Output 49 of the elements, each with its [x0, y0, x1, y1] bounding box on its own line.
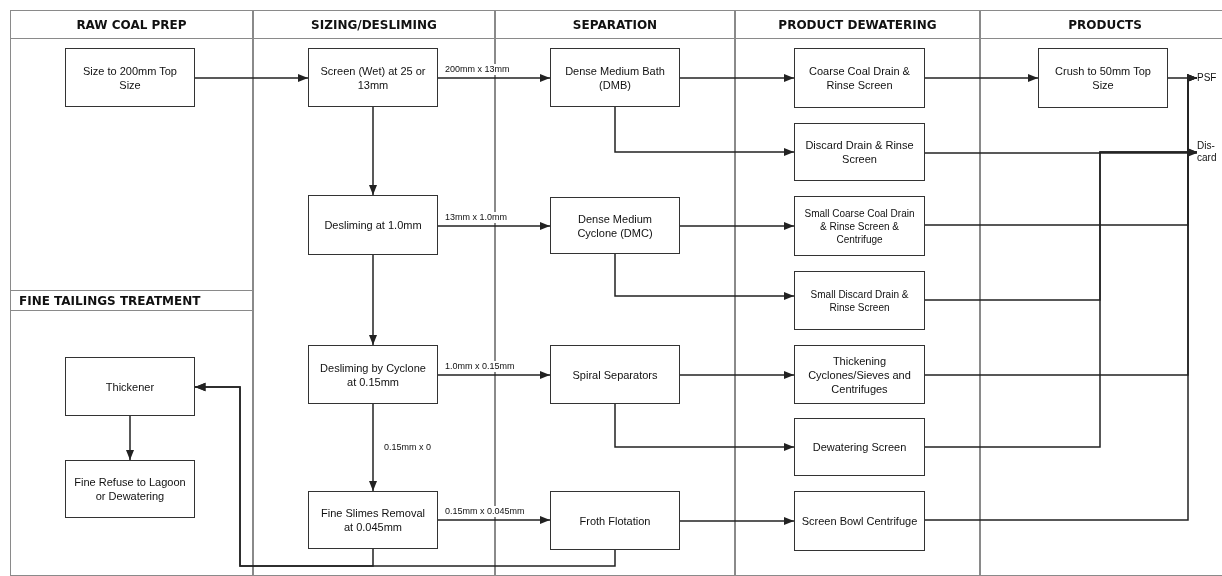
process-box: Froth Flotation	[550, 491, 680, 550]
edge-label: 0.15mm x 0.045mm	[444, 506, 526, 517]
process-box: Thickening Cyclones/Sieves and Centrifuges	[794, 345, 925, 404]
process-box: Dense Medium Bath (DMB)	[550, 48, 680, 107]
swimlane	[10, 290, 253, 576]
swimlane	[980, 10, 1222, 576]
process-box: Dewatering Screen	[794, 418, 925, 476]
process-box: Size to 200mm Top Size	[65, 48, 195, 107]
process-box: Crush to 50mm Top Size	[1038, 48, 1168, 108]
process-box: Thickener	[65, 357, 195, 416]
arrow	[194, 382, 616, 567]
arrow	[614, 253, 795, 301]
arrow	[614, 106, 795, 157]
process-box: Spiral Separators	[550, 345, 680, 404]
arrow	[614, 403, 795, 452]
arrow	[437, 221, 551, 231]
process-box: Small Coarse Coal Drain & Rinse Screen & Centrifuge	[794, 196, 925, 256]
edge-label: 13mm x 1.0mm	[444, 212, 508, 223]
arrow	[679, 73, 795, 83]
arrow	[679, 370, 795, 380]
process-box: Fine Slimes Removal at 0.045mm	[308, 491, 438, 549]
edge-label: 0.15mm x 0	[383, 442, 433, 453]
process-box: Desliming at 1.0mm	[308, 195, 438, 255]
arrow	[437, 73, 551, 83]
arrow	[437, 370, 551, 380]
process-box: Screen (Wet) at 25 or 13mm	[308, 48, 438, 107]
arrow	[679, 516, 795, 526]
arrow	[194, 73, 309, 83]
arrow	[437, 515, 551, 525]
process-box: Screen Bowl Centrifuge	[794, 491, 925, 551]
process-box: Desliming by Cyclone at 0.15mm	[308, 345, 438, 404]
process-box: Coarse Coal Drain & Rinse Screen	[794, 48, 925, 108]
arrow	[125, 415, 135, 461]
arrow	[679, 221, 795, 231]
process-box: Discard Drain & Rinse Screen	[794, 123, 925, 181]
arrow	[924, 73, 1198, 521]
arrow	[368, 254, 378, 346]
swimlane	[10, 10, 253, 292]
arrow	[368, 403, 378, 492]
arrow	[924, 73, 1039, 83]
edge-label: 200mm x 13mm	[444, 64, 511, 75]
process-box: Dense Medium Cyclone (DMC)	[550, 197, 680, 254]
process-box: Small Discard Drain & Rinse Screen	[794, 271, 925, 330]
process-box: Fine Refuse to Lagoon or Dewatering	[65, 460, 195, 518]
lane-title: FINE TAILINGS TREATMENT	[11, 291, 252, 311]
edge-label: 1.0mm x 0.15mm	[444, 361, 516, 372]
arrow	[368, 106, 378, 196]
swimlane	[735, 10, 980, 576]
arrow	[924, 147, 1198, 448]
